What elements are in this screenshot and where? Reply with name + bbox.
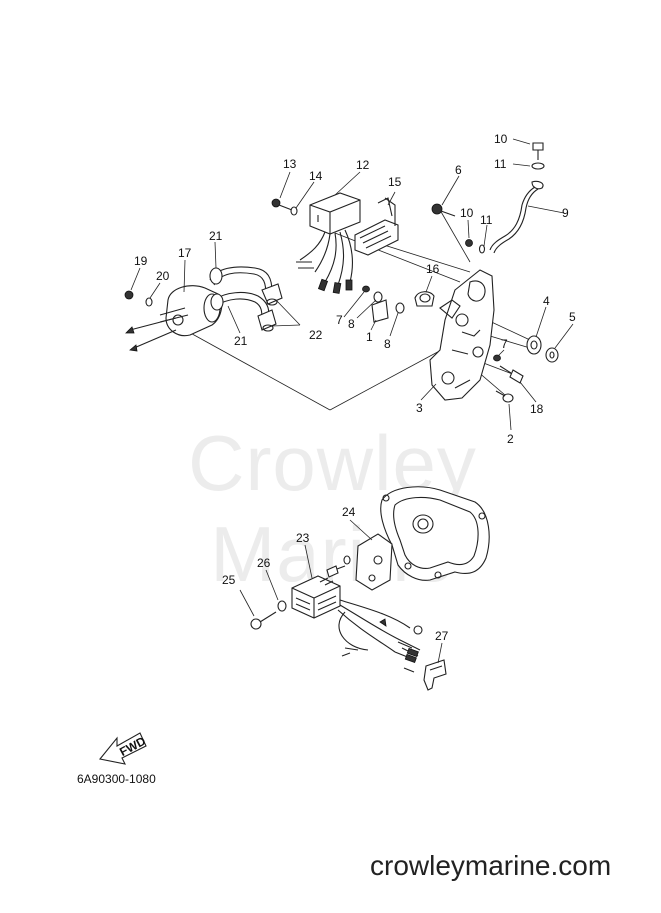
callout-numbers: 10 11 13 14 12 6 15 10 11 9 21 17 19 20 … <box>134 132 576 643</box>
cover-plate <box>380 486 490 581</box>
part-25-bolt <box>250 611 277 630</box>
callout-26: 26 <box>257 556 271 570</box>
part-17-ignition-coil <box>125 285 223 352</box>
part-11-washer-upper <box>531 162 545 170</box>
fwd-label: FWD <box>117 734 148 759</box>
part-2-bolt <box>495 390 514 403</box>
part-4-grommet <box>526 335 542 355</box>
part-7-nut-left <box>362 285 370 293</box>
callout-8-right: 8 <box>384 337 391 351</box>
callout-13: 13 <box>283 157 297 171</box>
callout-11: 11 <box>494 157 507 171</box>
part-9-ground-lead <box>489 180 544 254</box>
callout-7-right: 7 <box>501 337 508 351</box>
callout-21-upper: 21 <box>209 229 223 243</box>
callout-3: 3 <box>416 401 423 415</box>
callout-7: 7 <box>336 313 343 327</box>
callout-14: 14 <box>309 169 323 183</box>
callout-2: 2 <box>507 432 514 446</box>
callout-5: 5 <box>569 310 576 324</box>
part-22-plug-cap-lower <box>257 309 277 332</box>
callout-22: 22 <box>309 328 323 342</box>
part-6-bolt <box>431 203 456 217</box>
callout-23: 23 <box>296 531 310 545</box>
part-14-washer <box>290 206 298 216</box>
callout-17: 17 <box>178 246 192 260</box>
part-22-plug-cap-upper <box>261 283 283 306</box>
part-8-washer-left <box>373 291 383 303</box>
callout-leaders-lower <box>239 519 443 664</box>
part-10-screw-lower <box>465 239 473 247</box>
part-21-ht-lead-lower <box>210 291 270 321</box>
callout-10-lower: 10 <box>460 206 474 220</box>
part-19-screw <box>124 290 134 300</box>
callout-1: 1 <box>366 330 373 344</box>
part-12-cdi-unit <box>296 192 361 294</box>
part-18-bolt <box>499 365 524 384</box>
part-27-connector <box>423 659 447 691</box>
part-16-clamp <box>414 291 435 307</box>
part-26-washer <box>277 600 287 612</box>
part-3-bracket <box>429 269 495 401</box>
part-15-rectifier <box>354 197 399 256</box>
part-10-screw-upper <box>532 142 544 160</box>
callout-20: 20 <box>156 269 170 283</box>
fwd-arrow-icon: FWD <box>99 732 148 765</box>
part-8-washer-right <box>395 302 405 314</box>
part-7-nut-right <box>493 354 501 362</box>
callout-25: 25 <box>222 573 236 587</box>
part-24-bracket <box>355 533 393 591</box>
callout-16: 16 <box>426 262 440 276</box>
callout-21-lower: 21 <box>234 334 248 348</box>
callout-19: 19 <box>134 254 148 268</box>
callout-6: 6 <box>455 163 462 177</box>
callout-4: 4 <box>543 294 550 308</box>
part-1-bracket-small <box>371 299 389 323</box>
part-20-washer <box>145 297 153 307</box>
catalog-code: 6A90300-1080 <box>77 772 156 786</box>
callout-10: 10 <box>494 132 508 146</box>
site-url: crowleymarine.com <box>370 850 612 881</box>
callout-11-lower: 11 <box>480 213 493 227</box>
part-5-collar <box>545 347 559 363</box>
part-24-screw <box>326 555 351 578</box>
callout-15: 15 <box>388 175 402 189</box>
callout-8: 8 <box>348 317 355 331</box>
callout-27: 27 <box>435 629 449 643</box>
callout-12: 12 <box>356 158 370 172</box>
part-13-screw <box>271 198 293 211</box>
callout-9: 9 <box>562 206 569 220</box>
callout-18: 18 <box>530 402 544 416</box>
callout-24: 24 <box>342 505 356 519</box>
callout-leaders-upper <box>130 138 574 431</box>
part-11-washer-lower <box>478 244 486 254</box>
part-23-rectifier-regulator <box>291 575 423 673</box>
